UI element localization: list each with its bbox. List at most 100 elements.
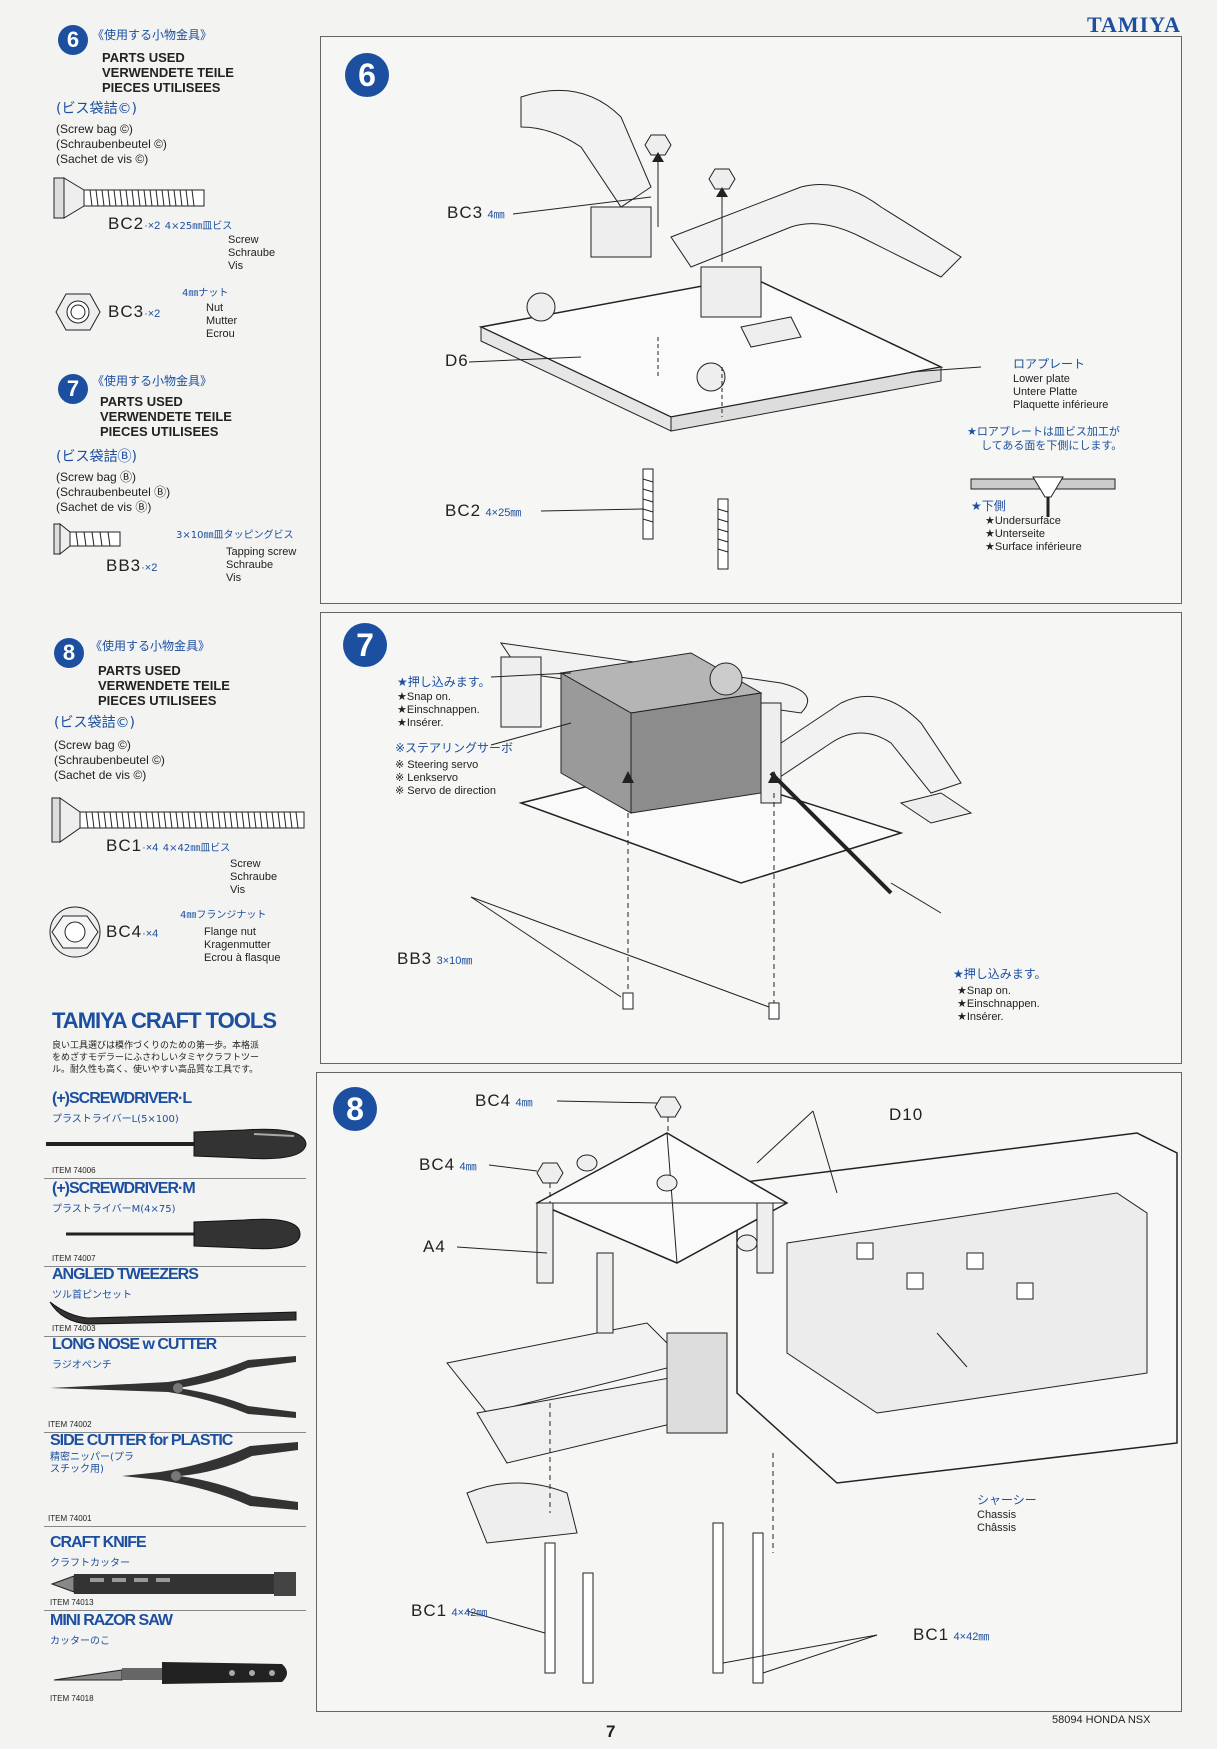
snap-on-label: ★Snap on. ★Einschnappen. ★Insérer. (397, 691, 480, 730)
craft-knife-icon (50, 1572, 296, 1596)
snap-fr: ★Insérer. (957, 1011, 1004, 1023)
tool-name-jp: クラフトカッター (50, 1558, 130, 1569)
chassis-label: Chassis Châssis (977, 1509, 1016, 1535)
name-de: Schraube (230, 871, 278, 883)
parts-used-heading: PARTS USED VERWENDETE TEILE PIECES UTILI… (100, 394, 232, 439)
steering-servo-jp: ※ステアリングサーボ (395, 741, 514, 755)
step-7-assembly-illustration (470, 642, 973, 1020)
tool-name-jp: ツル首ピンセット (52, 1290, 132, 1301)
snap-en: ★Snap on. (957, 985, 1011, 997)
chassis-en: Chassis (977, 1509, 1017, 1521)
part-bc2-names: Screw Schraube Vis (228, 234, 275, 273)
lower-plate-de: Untere Platte (1013, 386, 1078, 398)
parts-used-fr: PIECES UTILISEES (98, 693, 217, 708)
servo-en: ※ Steering servo (395, 759, 479, 771)
label-bb3: BB3 3×10㎜ (397, 949, 472, 969)
diagram-step-badge: 7 (343, 623, 387, 667)
servo-de: ※ Lenkservo (395, 772, 459, 784)
screw-bc2-icon (53, 177, 205, 219)
tool-name-jp: 精密ニッパー(プラスチック用) (50, 1452, 134, 1475)
tool-item-number: ITEM 74001 (48, 1514, 92, 1523)
brand-logo: TAMIYA (1086, 12, 1181, 37)
craft-tools-intro: 良い工具選びは模作づくりのための第一歩。本格派 をめざすモデラーにふさわしいタミ… (52, 1040, 259, 1076)
lower-plate-jp: ロアプレート (1013, 357, 1086, 371)
name-fr: Vis (228, 260, 244, 272)
part-bc3-names: Nut Mutter Ecrou (206, 302, 237, 341)
side-cutter-icon (122, 1442, 298, 1510)
label-bc4-b: BC4 4㎜ (419, 1155, 477, 1175)
tapping-screw-bb3-icon (53, 522, 121, 556)
label-a4: A4 (423, 1237, 446, 1256)
page-number: 7 (606, 1722, 616, 1741)
bag-label: (Screw bag ©) (Schraubenbeutel ©) (Sache… (54, 738, 165, 783)
steering-servo-label: ※ Steering servo ※ Lenkservo ※ Servo de … (395, 759, 496, 798)
diagram-step-badge: 6 (345, 53, 389, 97)
label-bc2: BC2 4×25㎜ (445, 501, 521, 521)
label-code: BC3 (447, 203, 484, 222)
name-de: Kragenmutter (204, 939, 271, 951)
tool-name-jp: プラストライバーL(5×100) (52, 1114, 179, 1125)
tool-item-number: ITEM 74006 (52, 1166, 96, 1175)
label-code: BC4 (475, 1091, 512, 1110)
step-6-assembly-illustration (468, 89, 1116, 570)
bag-jp: (ビス袋詰©) (56, 101, 137, 117)
part-bc4-names: Flange nut Kragenmutter Ecrou à flasque (204, 926, 280, 965)
snap-de: ★Einschnappen. (397, 704, 480, 716)
tool-divider (44, 1526, 306, 1527)
part-bb3-names: Tapping screw Schraube Vis (226, 546, 296, 585)
name-en: Flange nut (204, 926, 256, 938)
bag-jp: (ビス袋詰Ⓑ) (56, 449, 137, 465)
label-d6: D6 (445, 351, 469, 370)
under-de: ★Unterseite (985, 528, 1045, 540)
bag-en: (Screw bag Ⓑ) (56, 470, 137, 484)
part-size-jp: 4㎜ナット (182, 288, 229, 299)
razor-saw-icon (53, 1662, 287, 1684)
tool-item-number: ITEM 74018 (50, 1694, 94, 1703)
part-qty: ·×2 (141, 562, 158, 574)
tool-name: CRAFT KNIFE (50, 1534, 147, 1551)
undersurface-label: ★Undersurface ★Unterseite ★Surface infér… (985, 515, 1082, 554)
flange-nut-bc4-icon (49, 906, 101, 958)
part-size-jp: 3×10㎜皿タッピングビス (176, 530, 294, 541)
tool-name: LONG NOSE w CUTTER (52, 1336, 217, 1353)
label-size: 4㎜ (487, 209, 505, 221)
part-bc1: BC1·×4 4×42㎜皿ビス (106, 836, 230, 856)
intro-line: 良い工具選びは模作づくりのための第一歩。本格派 (52, 1041, 260, 1051)
part-size-jp: 4×25㎜皿ビス (164, 221, 233, 232)
bag-de: (Schraubenbeutel ©) (56, 137, 167, 151)
step-number-badge: 8 (54, 638, 84, 668)
chassis-fr: Châssis (977, 1522, 1017, 1534)
snap-on-jp: ★押し込みます。 (397, 675, 491, 689)
name-fr: Ecrou à flasque (204, 952, 281, 964)
step-8-assembly-illustration (446, 1096, 1178, 1684)
label-code: BC1 (913, 1625, 950, 1644)
tool-item-number: ITEM 74013 (50, 1598, 94, 1607)
label-code: BC2 (445, 501, 482, 520)
note-line: ★ロアプレートは皿ビス加工が (967, 425, 1120, 438)
part-qty: ·×2 (144, 308, 161, 320)
part-qty: ·×2 (144, 220, 161, 232)
screwdriver-l-icon (46, 1128, 307, 1160)
snap-en: ★Snap on. (397, 691, 451, 703)
nut-bc3-icon (55, 293, 101, 331)
name-fr: Vis (226, 572, 242, 584)
part-qty: ·×4 (142, 842, 159, 854)
part-qty: ·×4 (142, 928, 159, 940)
parts-used-en: PARTS USED (98, 663, 181, 678)
lower-plate-note-jp: ★ロアプレートは皿ビス加工が してある面を下側にします。 (967, 425, 1122, 453)
part-bb3: BB3·×2 (106, 556, 157, 576)
long-nose-pliers-icon (50, 1356, 296, 1418)
intro-line: をめざすモデラーにふさわしいタミヤクラフトツー (52, 1053, 260, 1063)
bag-fr: (Sachet de vis Ⓑ) (56, 500, 152, 514)
parts-title-jp: 《使用する小物金具》 (92, 374, 213, 388)
parts-used-en: PARTS USED (100, 394, 183, 409)
parts-used-de: VERWENDETE TEILE (100, 409, 232, 424)
label-size: 4×25㎜ (485, 507, 522, 519)
part-bc3: BC3·×2 (108, 302, 160, 322)
undersurface-jp: ★下側 (971, 499, 1006, 513)
name-en: Nut (206, 302, 224, 314)
name-de: Mutter (206, 315, 238, 327)
parts-used-de: VERWENDETE TEILE (102, 65, 234, 80)
label-bc1-a: BC1 4×42㎜ (411, 1601, 487, 1621)
parts-used-fr: PIECES UTILISEES (102, 80, 221, 95)
